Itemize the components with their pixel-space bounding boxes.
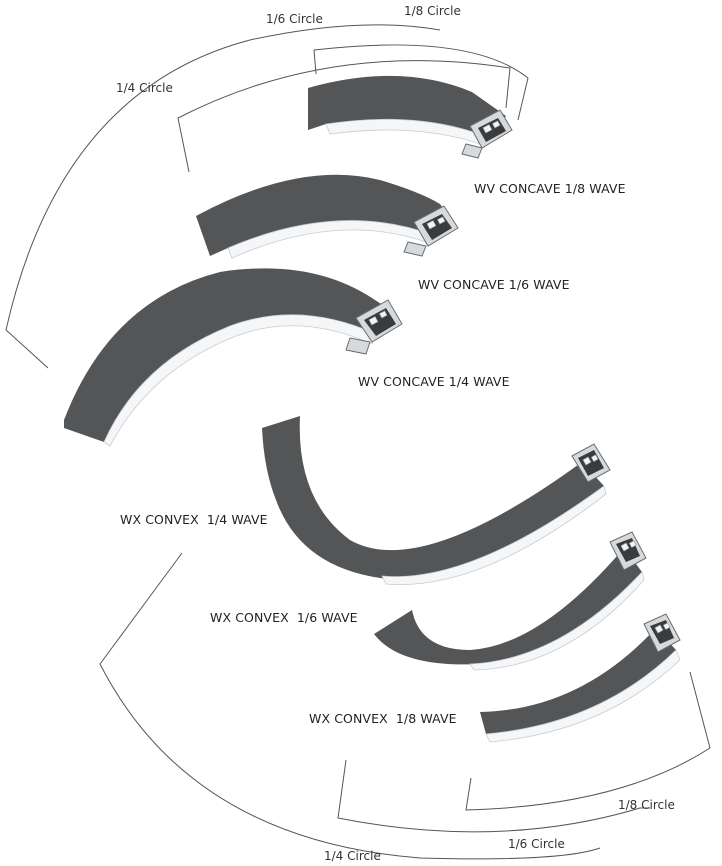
label-wv-concave-eighth: WV CONCAVE 1/8 WAVE (474, 181, 626, 196)
diffuser (381, 485, 607, 585)
label-wx-convex-sixth: WX CONVEX 1/6 WAVE (210, 610, 358, 625)
label-wv-concave-quarter: WV CONCAVE 1/4 WAVE (358, 374, 510, 389)
top-guides (5, 24, 529, 369)
bottom-guides (99, 552, 711, 860)
diffuser (103, 314, 377, 447)
housing (262, 416, 604, 580)
guide-top-sixth-circle (177, 60, 511, 173)
end-cap (609, 531, 647, 571)
end-cap (403, 205, 459, 257)
label-wv-concave-sixth: WV CONCAVE 1/6 WAVE (418, 277, 570, 292)
housing (308, 75, 506, 138)
label-wx-convex-quarter: WX CONVEX 1/4 WAVE (120, 512, 268, 527)
guide-top-eighth-circle (313, 44, 529, 121)
housing (480, 628, 676, 734)
label-top-quarter-circle: 1/4 Circle (116, 81, 173, 95)
guide-bottom-eighth-circle (465, 671, 711, 811)
label-bottom-eighth-circle: 1/8 Circle (618, 798, 675, 812)
label-bottom-sixth-circle: 1/6 Circle (508, 837, 565, 851)
guide-bottom-sixth-circle (337, 759, 650, 833)
diffuser (469, 571, 645, 671)
profile-wx-convex-quarter (262, 416, 611, 585)
label-wx-convex-eighth: WX CONVEX 1/8 WAVE (309, 711, 457, 726)
label-top-eighth-circle: 1/8 Circle (404, 4, 461, 18)
label-top-sixth-circle: 1/6 Circle (266, 12, 323, 26)
profile-wx-convex-eighth (480, 613, 681, 743)
diffuser (485, 649, 681, 743)
profile-wv-concave-eighth (308, 75, 513, 159)
housing (64, 268, 390, 442)
housing (374, 548, 642, 665)
end-cap (345, 299, 403, 355)
guide-top-quarter-circle (5, 24, 441, 369)
end-cap (571, 443, 611, 483)
label-bottom-quarter-circle: 1/4 Circle (324, 849, 381, 863)
profile-wx-convex-sixth (374, 531, 647, 671)
end-cap (461, 109, 513, 159)
end-cap (643, 613, 681, 653)
profile-wv-concave-quarter (64, 268, 403, 447)
guide-bottom-quarter-circle (99, 552, 601, 860)
profile-wv-concave-sixth (196, 174, 459, 259)
